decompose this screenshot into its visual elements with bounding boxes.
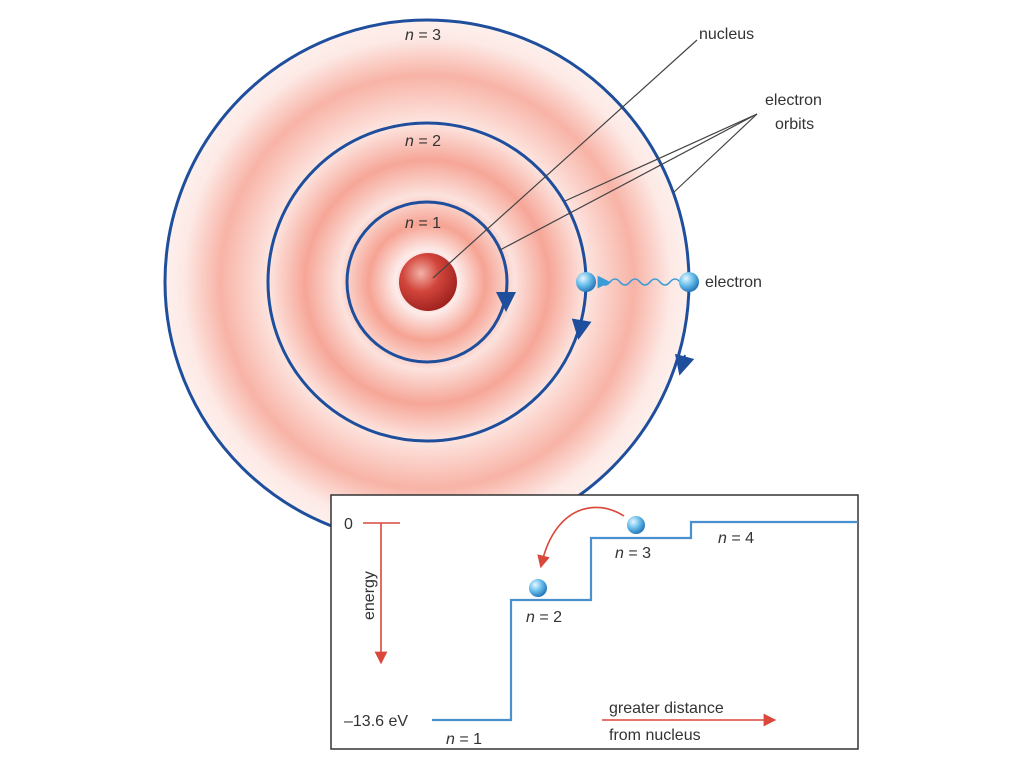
panel-electron-n3	[627, 516, 645, 534]
energy-panel-frame	[330, 494, 859, 750]
energy-level-panel: 0 –13.6 eV energy n = 1 n = 2 n = 3 n = …	[330, 494, 859, 750]
distance-label-line2: from nucleus	[609, 727, 701, 744]
level-label-n3: n = 3	[615, 545, 651, 562]
orbit-callout-line-1	[499, 113, 758, 251]
energy-level-steps	[432, 520, 858, 722]
orbit-label-n1: n = 1	[405, 215, 441, 232]
electron-orbit-n2	[576, 272, 596, 292]
electron-label: electron	[705, 274, 762, 291]
nucleus-sphere	[399, 253, 457, 311]
panel-electron-n2	[529, 579, 547, 597]
photon-wave	[597, 275, 681, 289]
nucleus-callout-line	[432, 39, 698, 279]
distance-label-line1: greater distance	[609, 700, 724, 717]
transition-arrow	[537, 506, 625, 569]
level-label-n2: n = 2	[526, 609, 562, 626]
orbit-label-n2: n = 2	[405, 133, 441, 150]
orbit-n3-arrow-icon	[674, 353, 695, 376]
energy-bottom-label: –13.6 eV	[344, 713, 408, 730]
nucleus-label: nucleus	[699, 26, 754, 43]
level-label-n4: n = 4	[718, 530, 754, 547]
energy-axis-label: energy	[361, 571, 378, 620]
orbit-n2-arrow-icon	[571, 317, 592, 340]
electron-orbits-label-line2: orbits	[775, 116, 814, 133]
electron-orbits-label-line1: electron	[765, 92, 822, 109]
orbit-callout-line-2	[564, 113, 758, 202]
orbit-n1	[345, 200, 509, 364]
orbit-label-n3: n = 3	[405, 27, 441, 44]
energy-zero-label: 0	[344, 516, 353, 533]
level-label-n1: n = 1	[446, 731, 482, 748]
orbit-callout-line-3	[672, 113, 758, 194]
electron-orbit-n3	[679, 272, 699, 292]
